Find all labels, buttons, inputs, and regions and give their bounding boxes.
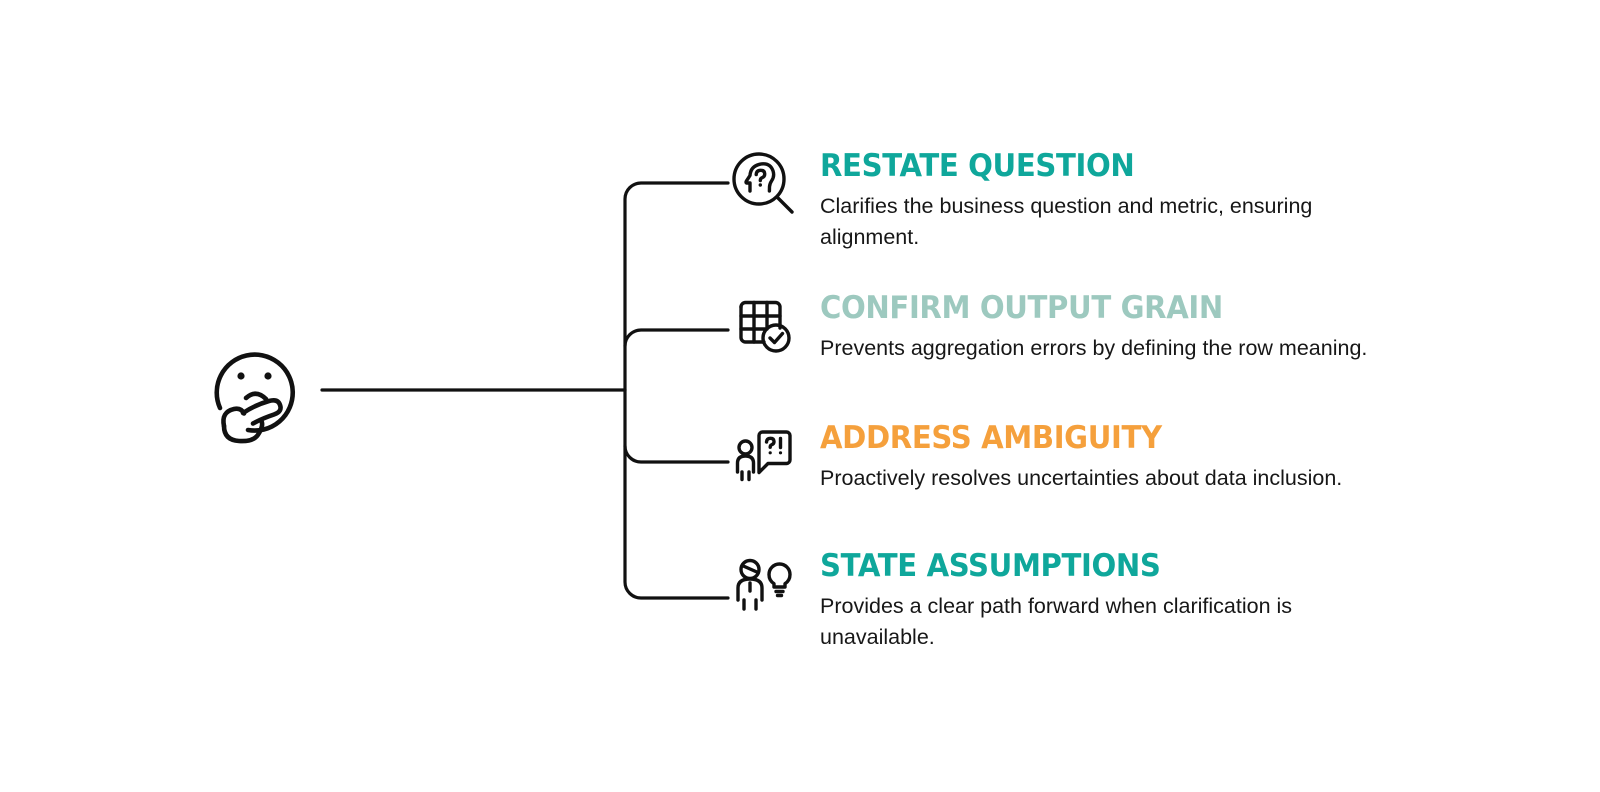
- thinking-face-icon: [196, 330, 316, 450]
- branch-description: Proactively resolves uncertainties about…: [820, 466, 1343, 491]
- branch-title: RESTATE QUESTION: [820, 148, 1135, 184]
- branch-text-block: RESTATE QUESTION Clarifies the business …: [820, 148, 1405, 253]
- head-question-magnifier-icon: [728, 148, 798, 218]
- branch-text-block: ADDRESS AMBIGUITY Proactively resolves u…: [820, 420, 1342, 494]
- branch-description: Clarifies the business question and metr…: [820, 194, 1313, 249]
- person-lightbulb-icon: [728, 548, 798, 618]
- connector-branch-1: [623, 181, 730, 392]
- table-grid-check-icon: [728, 290, 798, 360]
- connector-branch-2: [623, 328, 730, 348]
- branch-description: Prevents aggregation errors by defining …: [820, 336, 1368, 361]
- branch-description: Provides a clear path forward when clari…: [820, 594, 1293, 649]
- branch-title: ADDRESS AMBIGUITY: [820, 420, 1162, 456]
- branch-item-address-ambiguity: ADDRESS AMBIGUITY Proactively resolves u…: [728, 420, 1342, 494]
- branch-title: CONFIRM OUTPUT GRAIN: [820, 290, 1223, 326]
- branch-item-confirm-output-grain: CONFIRM OUTPUT GRAIN Prevents aggregatio…: [728, 290, 1367, 364]
- branch-text-block: STATE ASSUMPTIONS Provides a clear path …: [820, 548, 1385, 653]
- connector-branch-3: [623, 444, 730, 464]
- branch-text-block: CONFIRM OUTPUT GRAIN Prevents aggregatio…: [820, 290, 1367, 364]
- branch-title: STATE ASSUMPTIONS: [820, 548, 1161, 584]
- connector-branch-4: [623, 388, 730, 600]
- person-question-exclamation-bubble-icon: [728, 420, 798, 490]
- branch-item-state-assumptions: STATE ASSUMPTIONS Provides a clear path …: [728, 548, 1385, 653]
- branch-item-restate-question: RESTATE QUESTION Clarifies the business …: [728, 148, 1405, 253]
